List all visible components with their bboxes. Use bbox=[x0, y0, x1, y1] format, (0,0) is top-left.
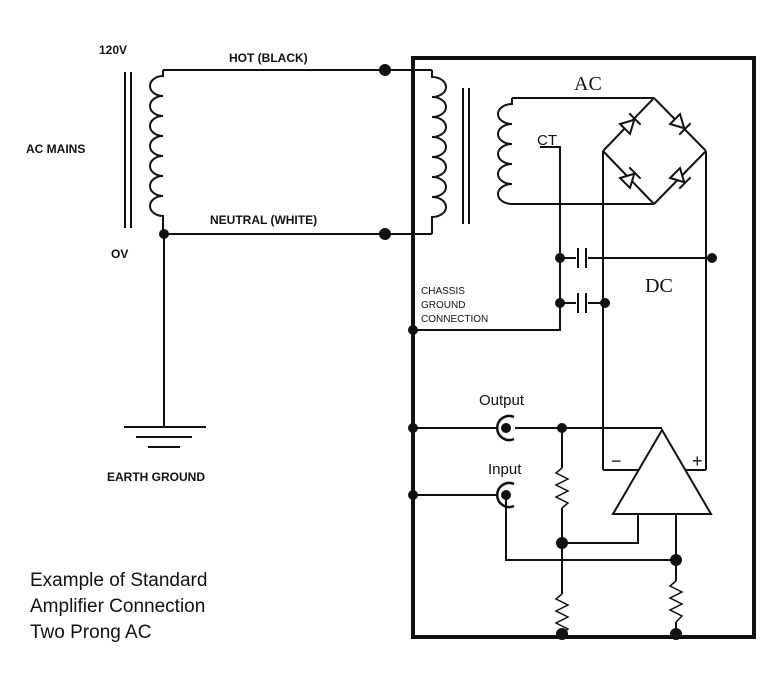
junction-dot bbox=[600, 298, 610, 308]
caption-line: Amplifier Connection bbox=[30, 596, 206, 617]
label-earth-ground: EARTH GROUND bbox=[107, 470, 205, 484]
junction-dot bbox=[555, 253, 565, 263]
label-ct: CT bbox=[537, 132, 557, 149]
feedback-resistor-icon bbox=[554, 467, 570, 509]
junction-dot bbox=[670, 554, 682, 566]
diode-icon bbox=[618, 166, 642, 190]
label-ac: AC bbox=[574, 73, 602, 95]
input-signal-wire bbox=[505, 495, 676, 561]
label-chassis-connection: CONNECTION bbox=[421, 314, 488, 325]
label-120v: 120V bbox=[99, 43, 127, 57]
label-neutral: NEUTRAL (WHITE) bbox=[210, 213, 317, 227]
diode-icon bbox=[668, 112, 692, 136]
hot-junction bbox=[379, 64, 391, 76]
label-chassis: CHASSIS bbox=[421, 286, 465, 297]
caption-line: Two Prong AC bbox=[30, 622, 152, 643]
earth-ground-icon bbox=[124, 426, 206, 448]
label-ac-mains: AC MAINS bbox=[26, 142, 85, 156]
caption-line: Example of Standard bbox=[30, 570, 208, 591]
label-output: Output bbox=[479, 392, 525, 409]
output-jack-icon bbox=[496, 414, 515, 442]
label-chassis-ground: GROUND bbox=[421, 300, 465, 311]
mains-transformer bbox=[124, 70, 164, 234]
resistor-icon bbox=[554, 593, 570, 635]
junction-dot bbox=[707, 253, 717, 263]
label-hot: HOT (BLACK) bbox=[229, 51, 308, 65]
label-input: Input bbox=[488, 461, 522, 478]
diagram-caption: Example of Standard Amplifier Connection… bbox=[30, 568, 207, 646]
power-primary-winding bbox=[431, 70, 447, 234]
mains-primary-winding bbox=[149, 70, 164, 234]
diode-icon bbox=[618, 112, 642, 136]
filter-capacitor-lower bbox=[560, 293, 603, 313]
chassis-enclosure bbox=[411, 56, 756, 639]
label-dc: DC bbox=[645, 275, 673, 297]
junction-dot bbox=[556, 628, 568, 640]
power-transformer bbox=[431, 70, 513, 234]
label-plus: + bbox=[692, 451, 703, 471]
amp-feedback-wire bbox=[562, 514, 639, 544]
label-ov: OV bbox=[111, 247, 128, 261]
diode-icon bbox=[668, 166, 692, 190]
junction-dot bbox=[670, 628, 682, 640]
neutral-junction bbox=[379, 228, 391, 240]
filter-capacitor-upper bbox=[560, 248, 712, 268]
power-secondary-winding bbox=[497, 98, 513, 205]
junction-dot bbox=[555, 298, 565, 308]
center-tap-wire bbox=[413, 146, 561, 331]
label-minus: − bbox=[611, 451, 622, 471]
resistor-icon bbox=[668, 580, 684, 623]
amplifier-triangle-icon bbox=[611, 428, 713, 515]
bridge-rectifier bbox=[602, 97, 707, 205]
